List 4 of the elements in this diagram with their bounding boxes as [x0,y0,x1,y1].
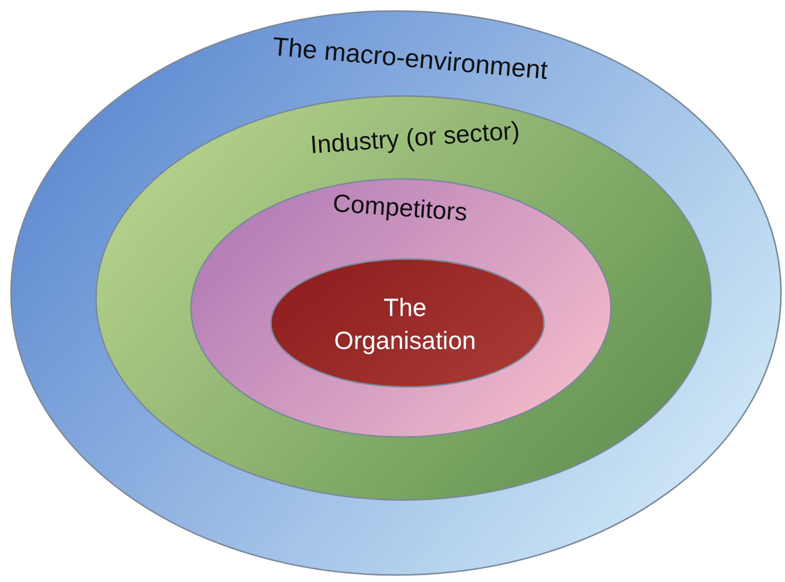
ring-label: Industry (or sector) [308,116,522,162]
center-label: The Organisation [333,293,477,356]
ring-label: The macro-environment [270,30,550,87]
ring-label: Competitors [330,188,470,229]
